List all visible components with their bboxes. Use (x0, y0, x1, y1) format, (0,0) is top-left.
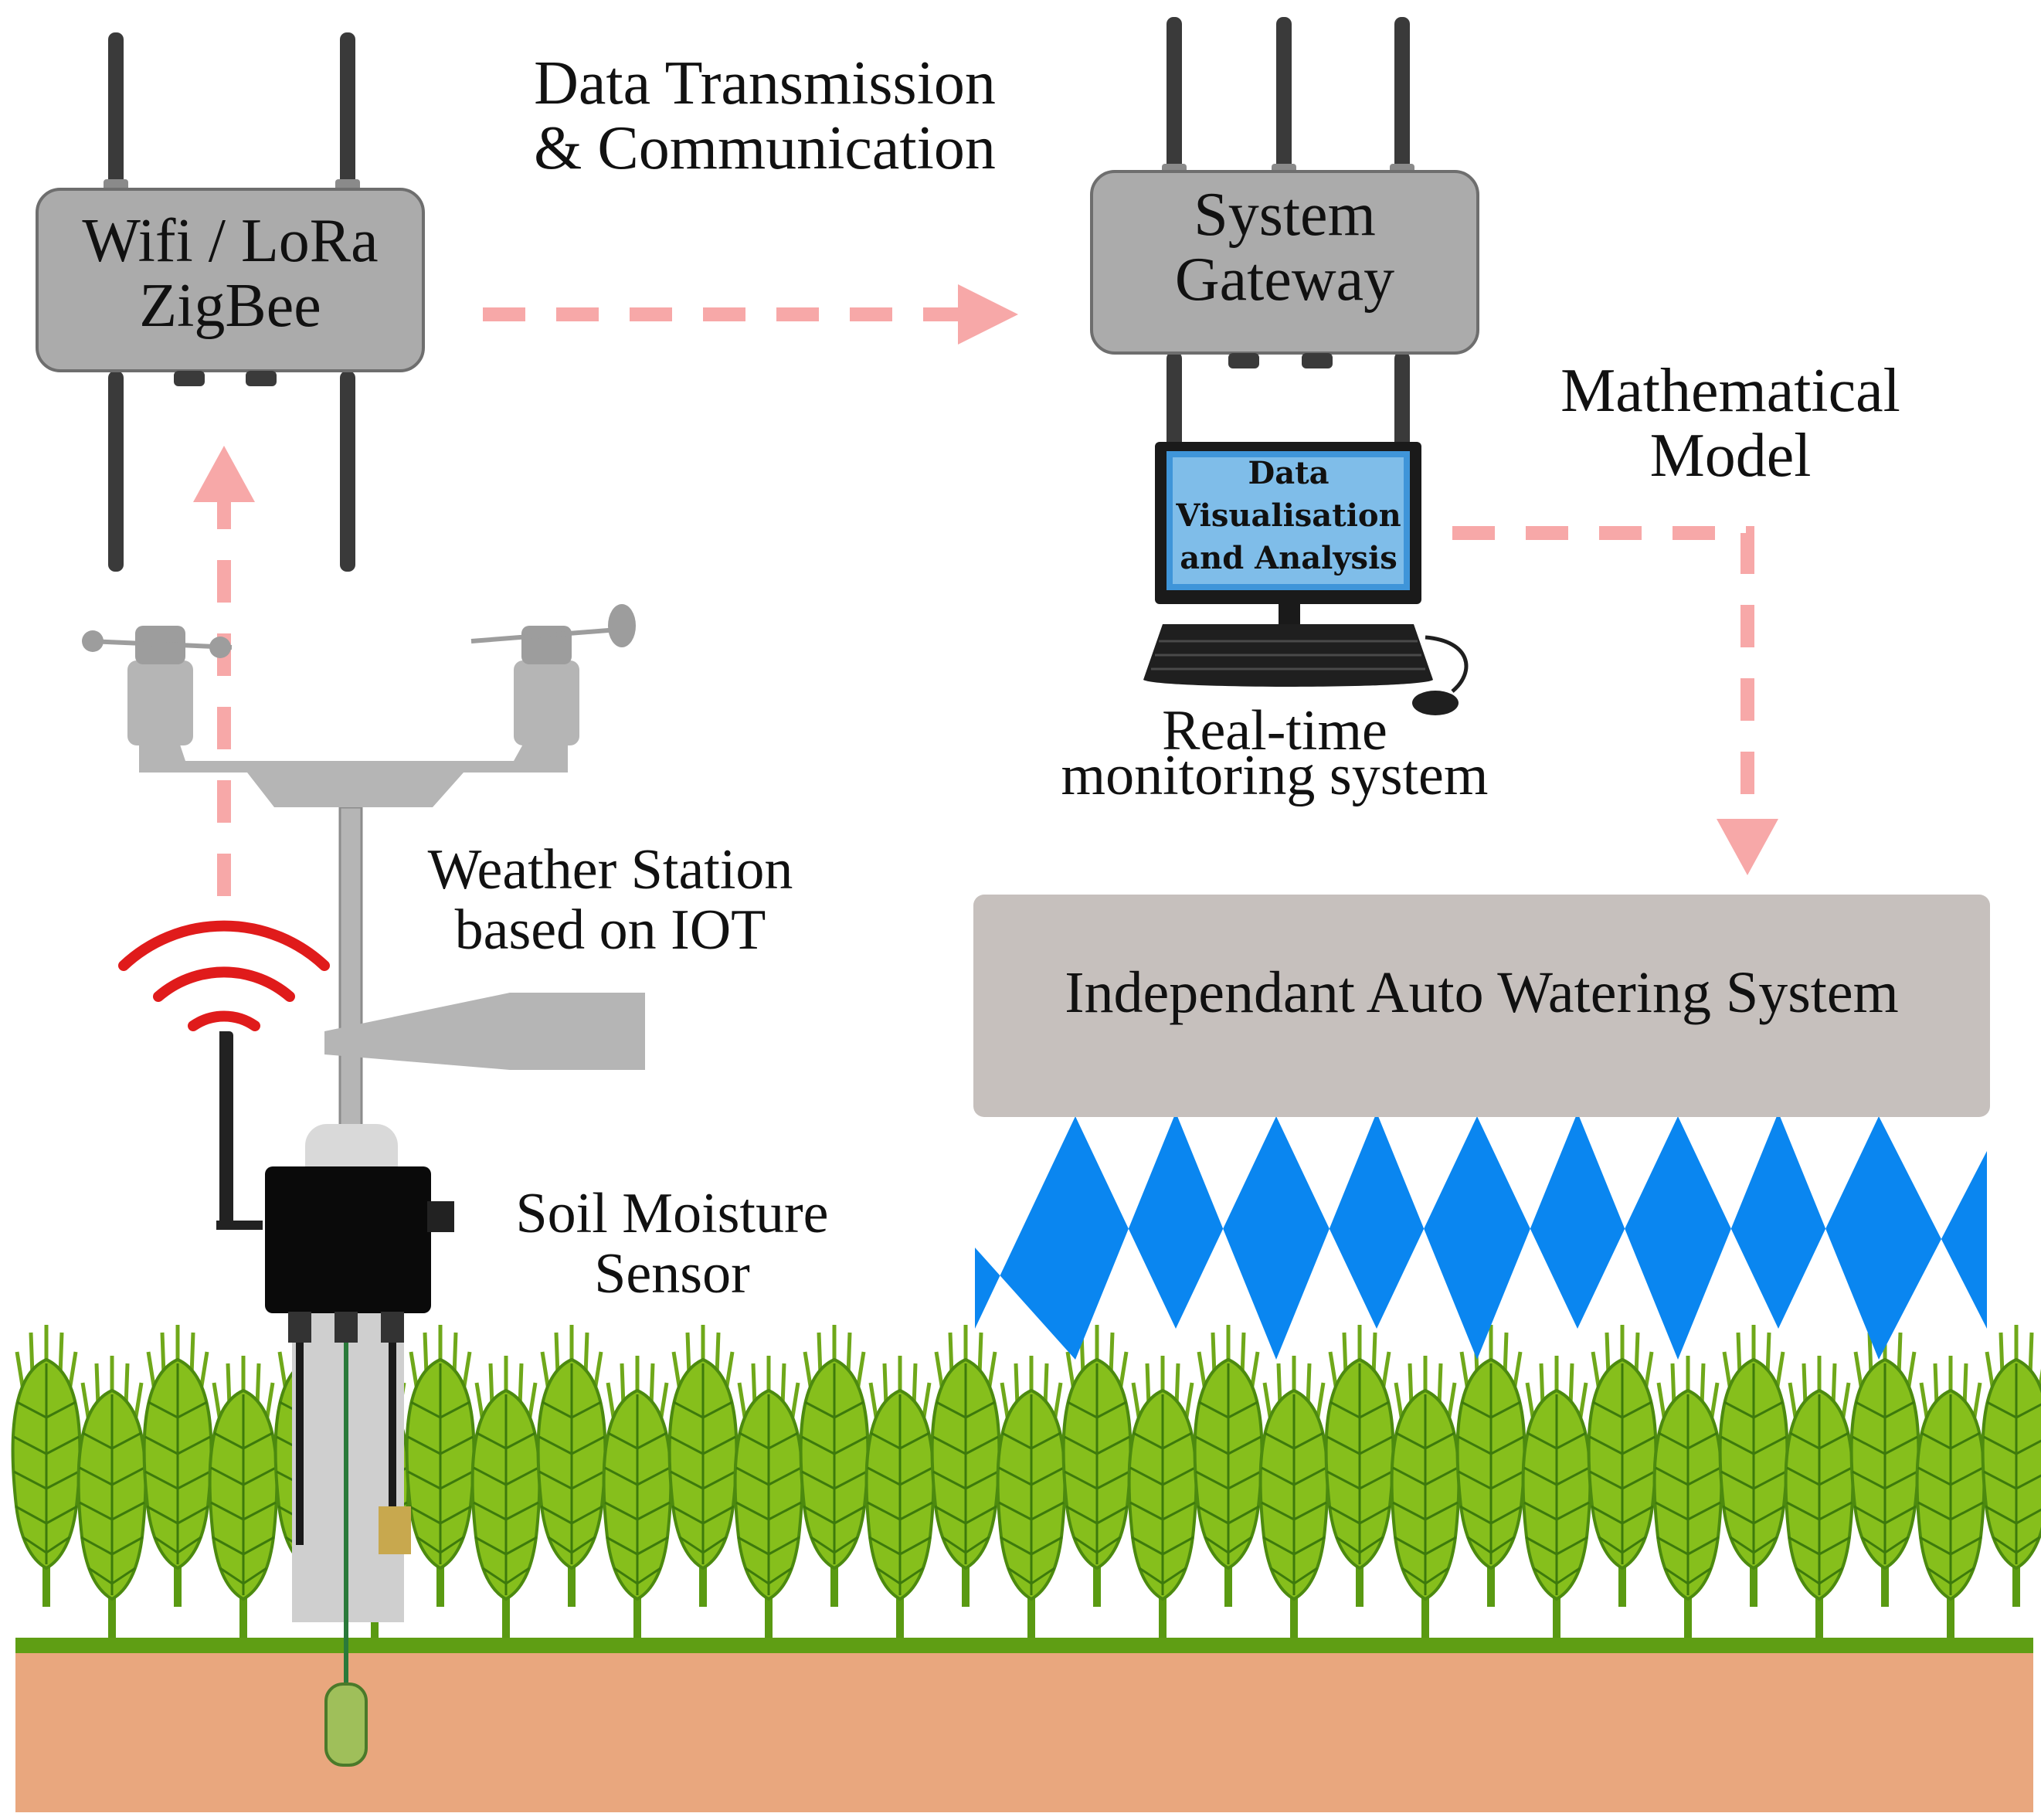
monitoring-label: Real-time monitoring system (981, 699, 1568, 807)
wheat-plant (735, 1356, 803, 1638)
wheat-plant (1261, 1356, 1328, 1638)
transmission-line2: & Communication (534, 114, 996, 182)
wheat-plant (1523, 1356, 1591, 1638)
screen-line2: Visualisation (1176, 497, 1401, 535)
wifi-box-ports (174, 371, 277, 386)
wheat-plant (1458, 1325, 1525, 1607)
wheat-plant (998, 1356, 1065, 1638)
transmission-line1: Data Transmission (534, 49, 996, 117)
wheat-plant (538, 1325, 606, 1607)
wheat-plant (1195, 1325, 1262, 1607)
model-arrow (1452, 526, 1778, 875)
monitor-icon (1155, 442, 1421, 626)
screen-line3: and Analysis (1180, 540, 1397, 577)
mouse-icon (1412, 635, 1469, 715)
system-gateway-box (1090, 170, 1479, 355)
wheat-plant (1720, 1325, 1788, 1607)
math-model-line2: Model (1649, 422, 1812, 490)
wheat-plant (932, 1325, 1000, 1607)
watering-system-box (973, 895, 1990, 1117)
wheat-plant (604, 1356, 671, 1638)
transmission-label: Data Transmission & Communication (494, 51, 1035, 181)
screen-label: Data Visualisation and Analysis (1165, 452, 1412, 580)
wifi-lora-line1: Wifi / LoRa (82, 207, 379, 275)
watering-system-label: Independant Auto Watering System (1065, 960, 1899, 1025)
wheat-plant (473, 1356, 540, 1638)
wheat-plant (670, 1325, 737, 1607)
wifi-antennas (104, 32, 360, 572)
grass-line (15, 1638, 2033, 1653)
wheat-plant (13, 1325, 80, 1607)
wheat-plant (1983, 1325, 2041, 1607)
wheat-plant (801, 1325, 868, 1607)
soil-line1: Soil Moisture (515, 1182, 829, 1245)
gateway-label: System Gateway (1092, 182, 1478, 312)
wheat-plant (1129, 1356, 1197, 1638)
wheat-plant (144, 1325, 212, 1607)
weather-line2: based on IOT (454, 898, 766, 962)
water-spray (975, 1112, 1987, 1360)
gateway-antennas (1162, 17, 1414, 452)
gateway-line2: Gateway (1174, 246, 1395, 314)
monitoring-line1: Real-time (1162, 699, 1387, 762)
keyboard-icon (1143, 624, 1433, 687)
wifi-lora-line2: ZigBee (139, 272, 321, 340)
transmission-arrow (483, 284, 1018, 345)
wheat-plant (1589, 1325, 1656, 1607)
wheat-plant (867, 1356, 934, 1638)
wheat-plant (79, 1356, 146, 1638)
wheat-plant (1786, 1356, 1853, 1638)
wifi-lora-box (36, 188, 425, 372)
wifi-lora-label: Wifi / LoRa ZigBee (37, 209, 423, 338)
wheat-plant (1392, 1356, 1459, 1638)
wireless-signal-icon (118, 920, 330, 1031)
wheat-plant (1852, 1325, 1919, 1607)
wheat-plant (407, 1325, 474, 1607)
wheat-plant (1326, 1325, 1394, 1607)
wheat-plant (1655, 1356, 1722, 1638)
wheat-plant (1064, 1325, 1131, 1607)
weather-station-label: Weather Station based on IOT (371, 840, 850, 960)
gateway-line1: System (1194, 181, 1376, 249)
math-model-label: Mathematical Model (1506, 358, 1954, 488)
uplink-arrow (193, 446, 255, 896)
weather-line1: Weather Station (427, 838, 793, 902)
screen-line1: Data (1248, 455, 1330, 491)
gateway-ports (1228, 353, 1333, 368)
soil-sensor-label: Soil Moisture Sensor (456, 1182, 888, 1306)
soil-layer (15, 1645, 2033, 1812)
wheat-plant (210, 1356, 277, 1638)
monitoring-line2: monitoring system (1061, 743, 1489, 807)
soil-line2: Sensor (594, 1241, 750, 1306)
math-model-line1: Mathematical (1560, 357, 1900, 425)
wheat-plant (1917, 1356, 1985, 1638)
